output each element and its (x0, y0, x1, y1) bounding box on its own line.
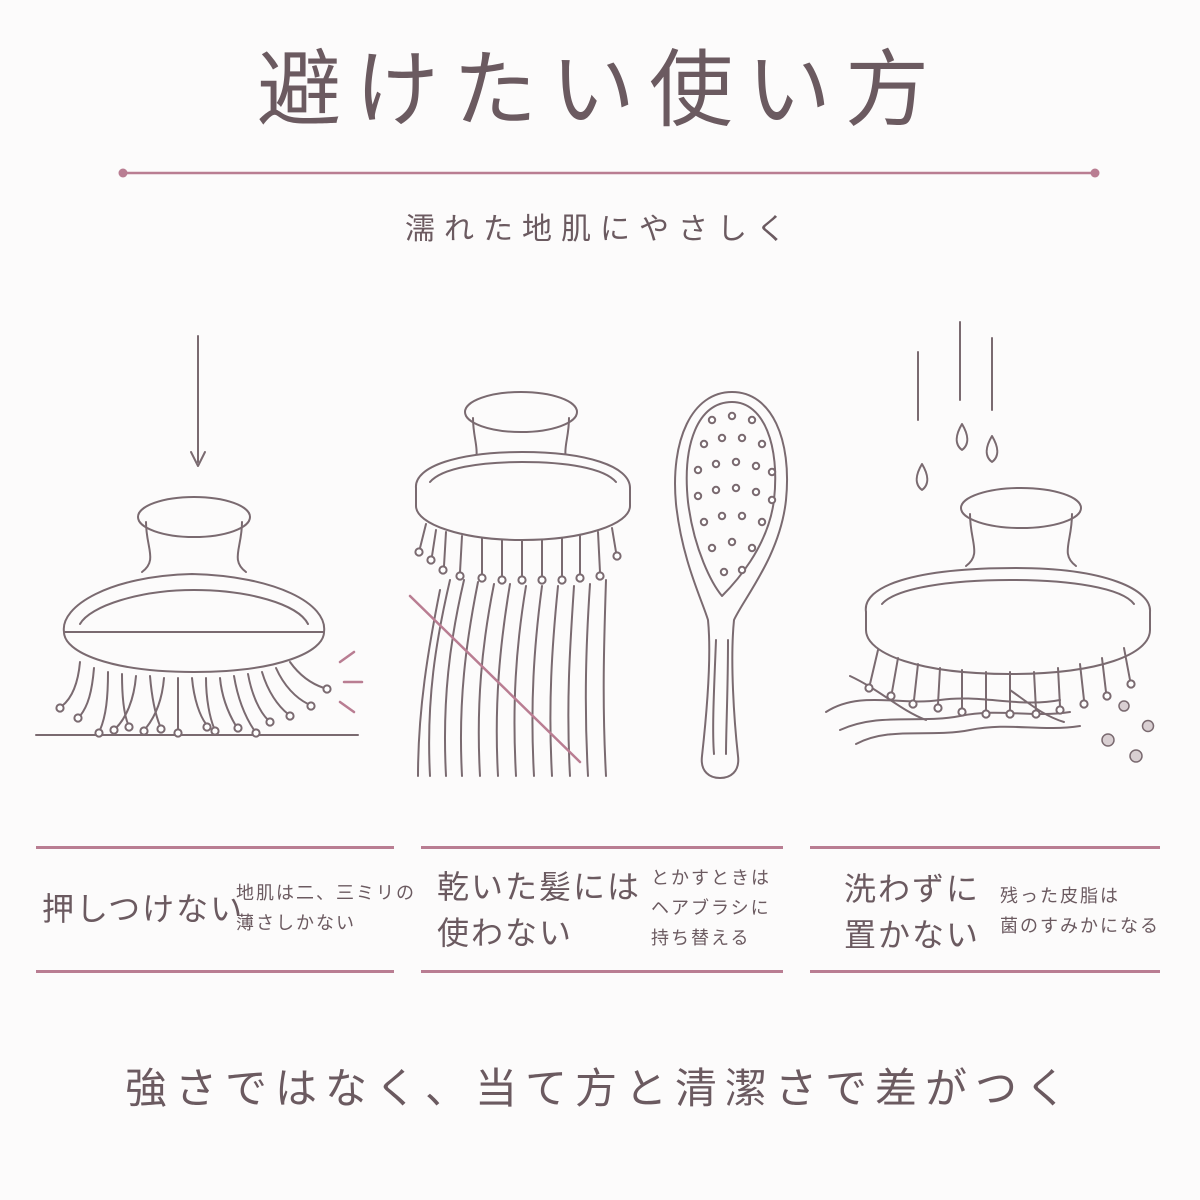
panel-note-line: 地肌は二、三ミリの (236, 883, 416, 904)
panel-do-not-leave-unwashed: 洗わずに 置かない 残った皮脂は 菌のすみかになる (810, 846, 1160, 973)
panel-no-pressing: 押しつけない 地肌は二、三ミリの 薄さしかない (36, 846, 414, 973)
panel-note-line: とかすときは (651, 868, 771, 889)
panel-heading: 洗わずに 置かない (844, 866, 980, 958)
panel-note-line: ヘアブラシに (651, 898, 771, 919)
panel-note-line: 残った皮脂は (1000, 886, 1120, 907)
panel-heading-line: 押しつけない (42, 890, 245, 928)
title-divider (118, 168, 1100, 178)
panel-heading-line: 洗わずに (844, 870, 981, 908)
scalp-brush-pressing-icon (35, 335, 364, 738)
panel-no-dry-hair: 乾いた髪には 使わない とかすときは ヘアブラシに 持ち替える (421, 846, 783, 973)
panel-top-rule (421, 846, 783, 849)
footer-message: 強さではなく、当て方と清潔さで差がつく (124, 1064, 1075, 1113)
panel-bottom-rule (421, 970, 783, 973)
panel-note-line: 持ち替える (651, 928, 751, 949)
panel-note-line: 菌のすみかになる (1000, 916, 1160, 937)
page-title: 避けたい使い方 (256, 41, 943, 139)
panel-note: 地肌は二、三ミリの 薄さしかない (236, 879, 416, 939)
dirty-scalp-brush-icon (825, 321, 1155, 763)
panel-note: 残った皮脂は 菌のすみかになる (1000, 882, 1160, 942)
panel-top-rule (36, 846, 394, 849)
panel-heading-line: 乾いた髪には (437, 868, 642, 906)
panel-heading-line: 使わない (437, 914, 574, 952)
scalp-brush-on-dry-hair-icon (408, 391, 631, 777)
panel-bottom-rule (36, 970, 394, 973)
panel-top-rule (810, 846, 1160, 849)
panel-bottom-rule (810, 970, 1160, 973)
panel-heading: 乾いた髪には 使わない (437, 864, 641, 956)
subtitle: 濡れた地肌にやさしく (405, 212, 795, 247)
panel-note-line: 薄さしかない (236, 913, 356, 934)
panel-heading-line: 置かない (844, 916, 981, 954)
illustrations (35, 321, 1155, 779)
paddle-hairbrush-icon (674, 391, 788, 779)
panel-heading: 押しつけない (42, 886, 244, 932)
panel-note: とかすときは ヘアブラシに 持ち替える (651, 864, 771, 954)
